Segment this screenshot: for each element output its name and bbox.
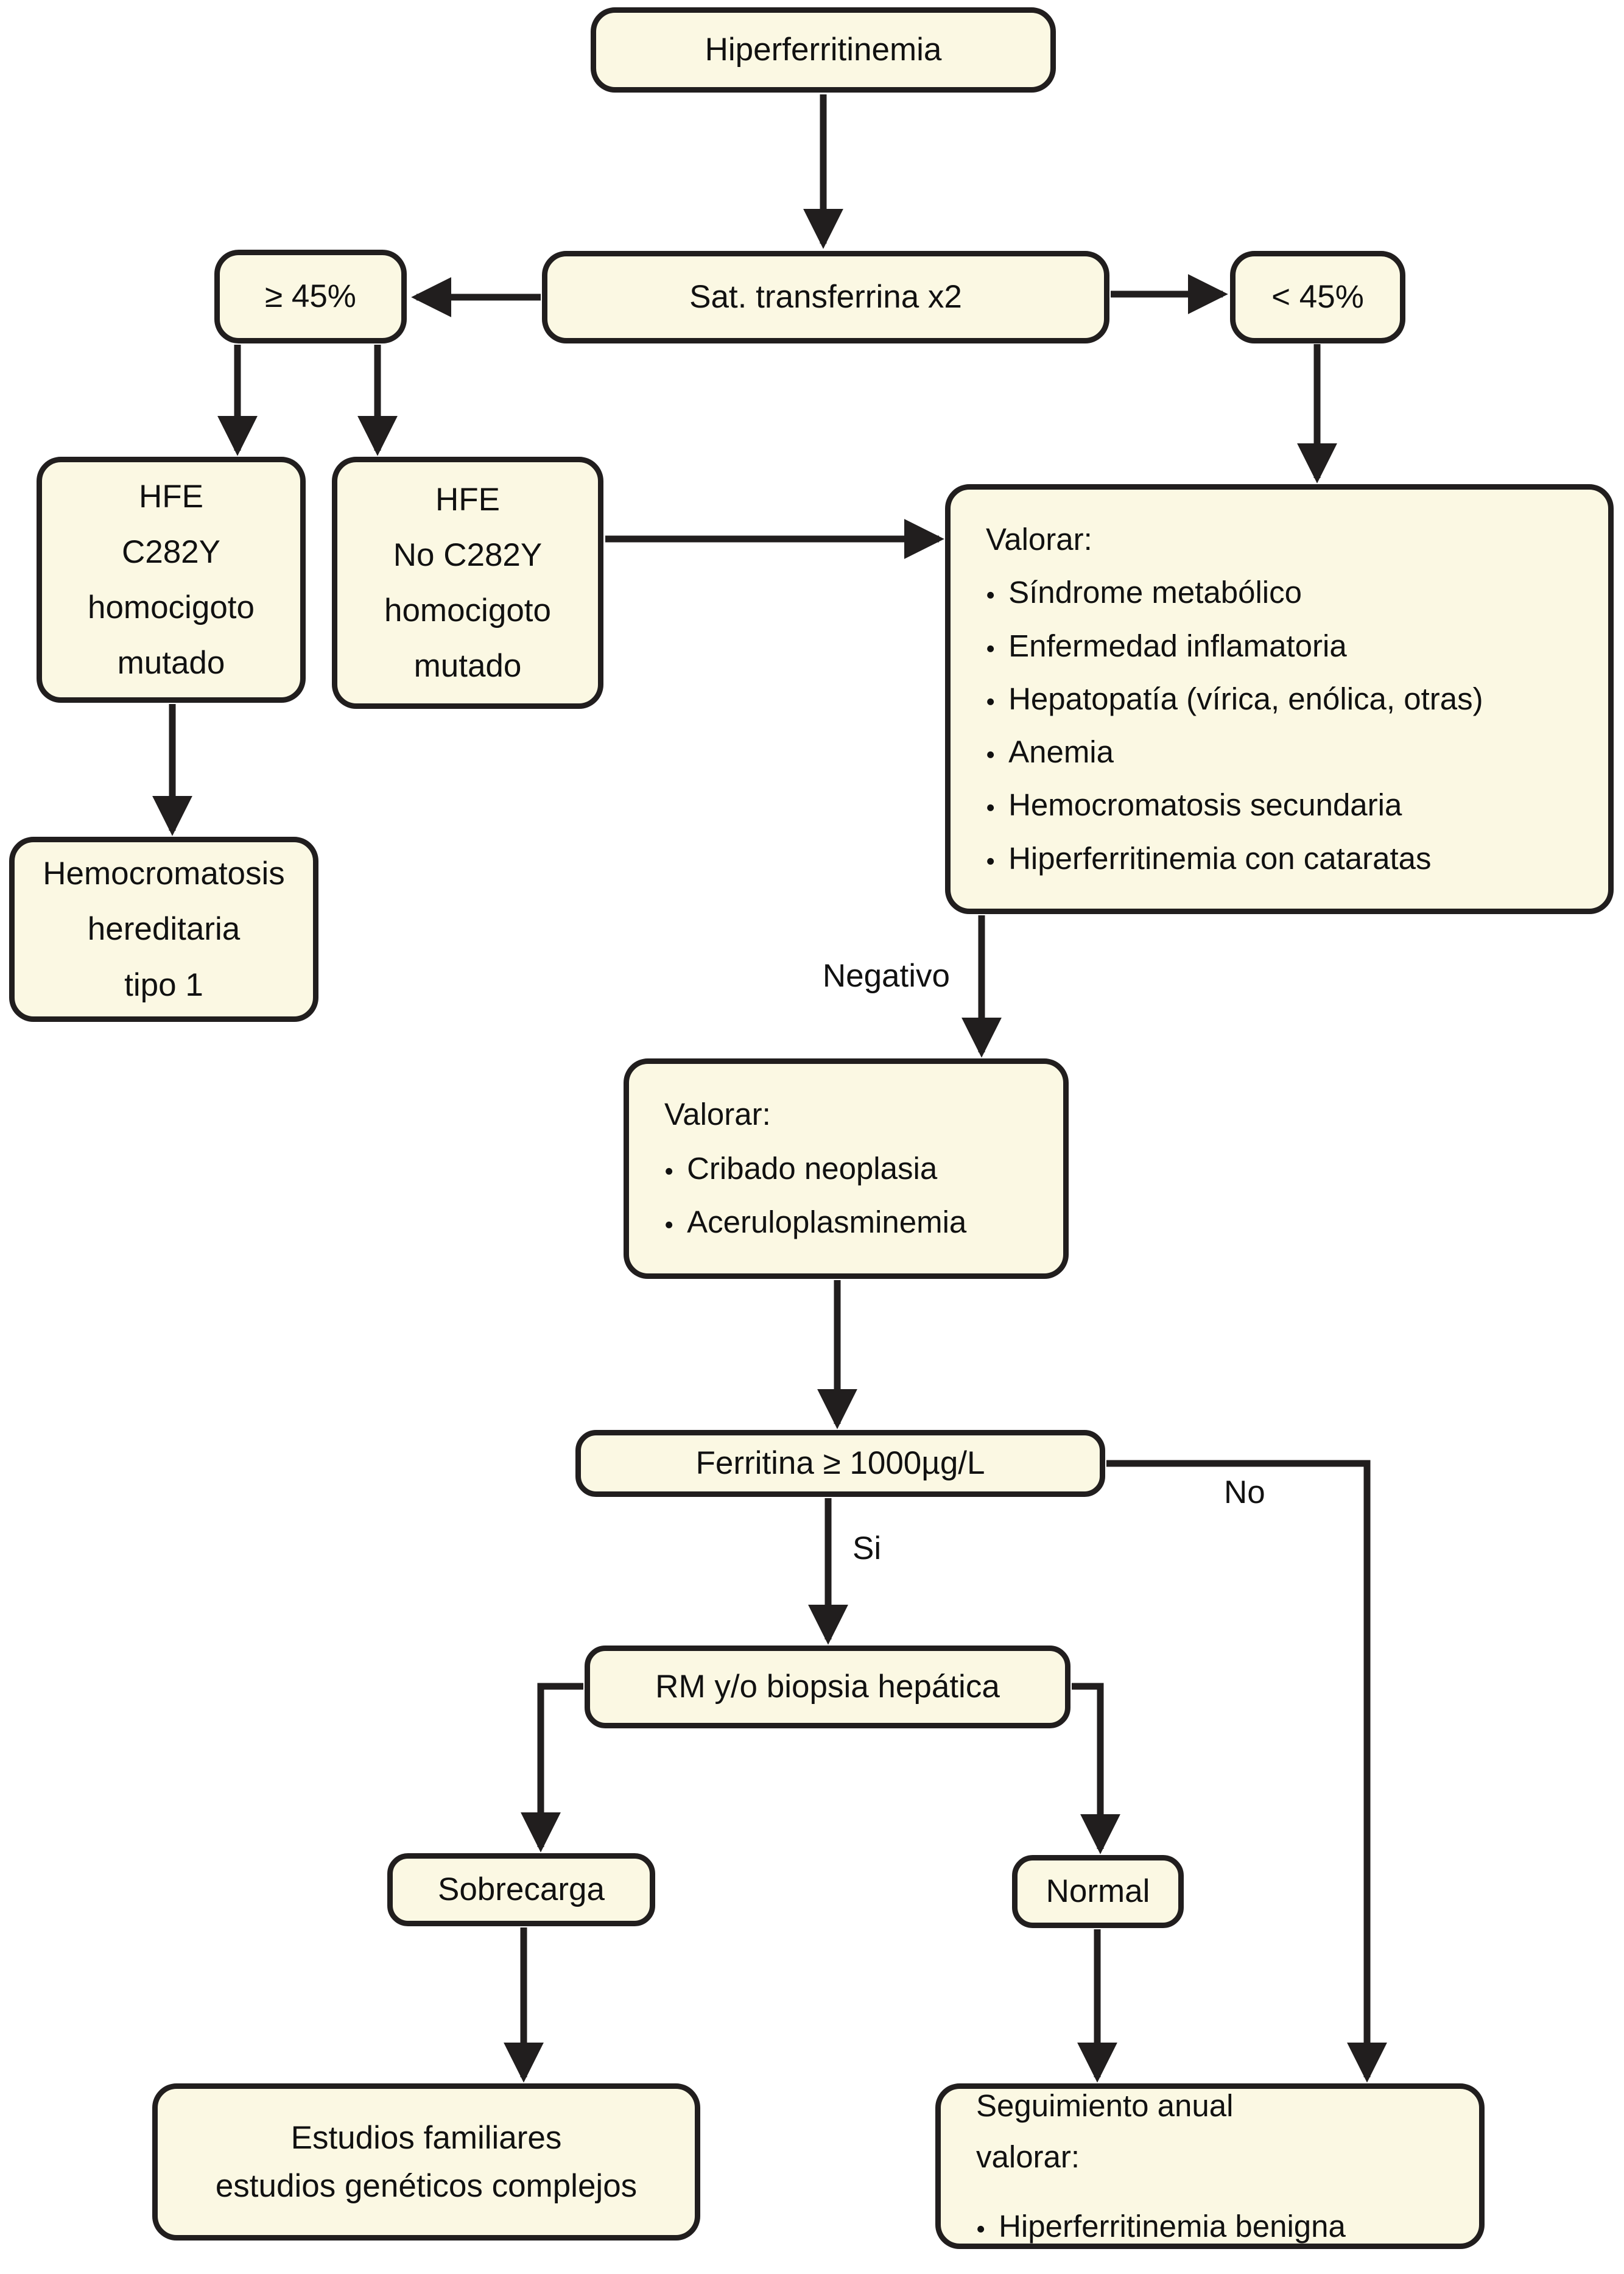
node-estudios-familiares: Estudios familiares estudios genéticos c… <box>152 2083 700 2241</box>
node-estudios-familiares-label: Estudios familiares estudios genéticos c… <box>215 2119 638 2205</box>
node-lt45: < 45% <box>1230 251 1405 343</box>
bullet-item: Hiperferritinemia benigna <box>976 2206 1455 2247</box>
node-valorar-cribado-title: Valorar: <box>664 1097 771 1132</box>
node-hfe-no-c282y-label: HFE No C282Y homocigoto mutado <box>384 481 551 685</box>
edge-rm-to-sobrecarga <box>521 1683 583 1853</box>
node-sobrecarga: Sobrecarga <box>387 1853 655 1926</box>
node-hemocromatosis-hereditaria-label: Hemocromatosis hereditaria tipo 1 <box>43 856 285 1003</box>
edge-ferritina-to-seguimiento-no <box>1106 1460 1387 2083</box>
edge-label-negativo: Negativo <box>822 958 950 994</box>
node-seguimiento-title-line1: Seguimiento anual <box>976 2088 1234 2123</box>
node-lt45-label: < 45% <box>1271 278 1364 315</box>
node-hiperferritinemia-label: Hiperferritinemia <box>705 31 942 68</box>
bullet-item: Aceruloplasminemia <box>664 1202 1039 1242</box>
node-hfe-c282y-label: HFE C282Y homocigoto mutado <box>87 478 255 681</box>
node-ge45: ≥ 45% <box>214 250 407 343</box>
node-ferritina: Ferritina ≥ 1000µg/L <box>575 1430 1105 1497</box>
node-normal: Normal <box>1012 1855 1184 1928</box>
valorar-secundarias-list: Síndrome metabólico <box>986 572 1584 613</box>
bullet-item: Anemia <box>986 732 1584 772</box>
node-sat-transferrina-label: Sat. transferrina x2 <box>689 278 962 315</box>
valorar-cribado-list: Cribado neoplasia <box>664 1149 1039 1189</box>
node-hiperferritinemia: Hiperferritinemia <box>591 7 1056 93</box>
node-hfe-no-c282y: HFE No C282Y homocigoto mutado <box>332 457 603 709</box>
node-sat-transferrina: Sat. transferrina x2 <box>542 251 1109 343</box>
bullet-item: Hiperferritinemia con cataratas <box>986 839 1584 879</box>
bullet-item: Enfermedad inflamatoria <box>986 626 1584 666</box>
node-seguimiento-title-line2: valorar: <box>976 2139 1080 2174</box>
node-normal-label: Normal <box>1046 1873 1150 1909</box>
node-seguimiento-anual: Seguimiento anual valorar: Hiperferritin… <box>935 2083 1485 2249</box>
node-ge45-label: ≥ 45% <box>265 278 356 314</box>
node-valorar-secundarias-title: Valorar: <box>986 521 1092 557</box>
node-ferritina-label: Ferritina ≥ 1000µg/L <box>695 1445 985 1481</box>
node-valorar-cribado: Valorar: Cribado neoplasia Aceruloplasmi… <box>624 1058 1069 1279</box>
seguimiento-list: Hiperferritinemia benigna <box>976 2206 1455 2247</box>
node-valorar-secundarias: Valorar: Síndrome metabólico Enfermedad … <box>945 484 1614 914</box>
bullet-item: Hepatopatía (vírica, enólica, otras) <box>986 679 1584 719</box>
edge-label-si: Si <box>852 1530 882 1566</box>
node-rm-biopsia: RM y/o biopsia hepática <box>585 1646 1070 1728</box>
node-sobrecarga-label: Sobrecarga <box>437 1871 605 1907</box>
bullet-item: Cribado neoplasia <box>664 1149 1039 1189</box>
edge-rm-to-normal <box>1072 1683 1120 1854</box>
node-hemocromatosis-hereditaria: Hemocromatosis hereditaria tipo 1 <box>9 837 318 1022</box>
node-rm-biopsia-label: RM y/o biopsia hepática <box>655 1668 1000 1705</box>
bullet-item: Hemocromatosis secundaria <box>986 785 1584 825</box>
node-hfe-c282y: HFE C282Y homocigoto mutado <box>37 457 306 703</box>
edge-label-no: No <box>1224 1474 1265 1510</box>
bullet-item: Síndrome metabólico <box>986 572 1584 613</box>
